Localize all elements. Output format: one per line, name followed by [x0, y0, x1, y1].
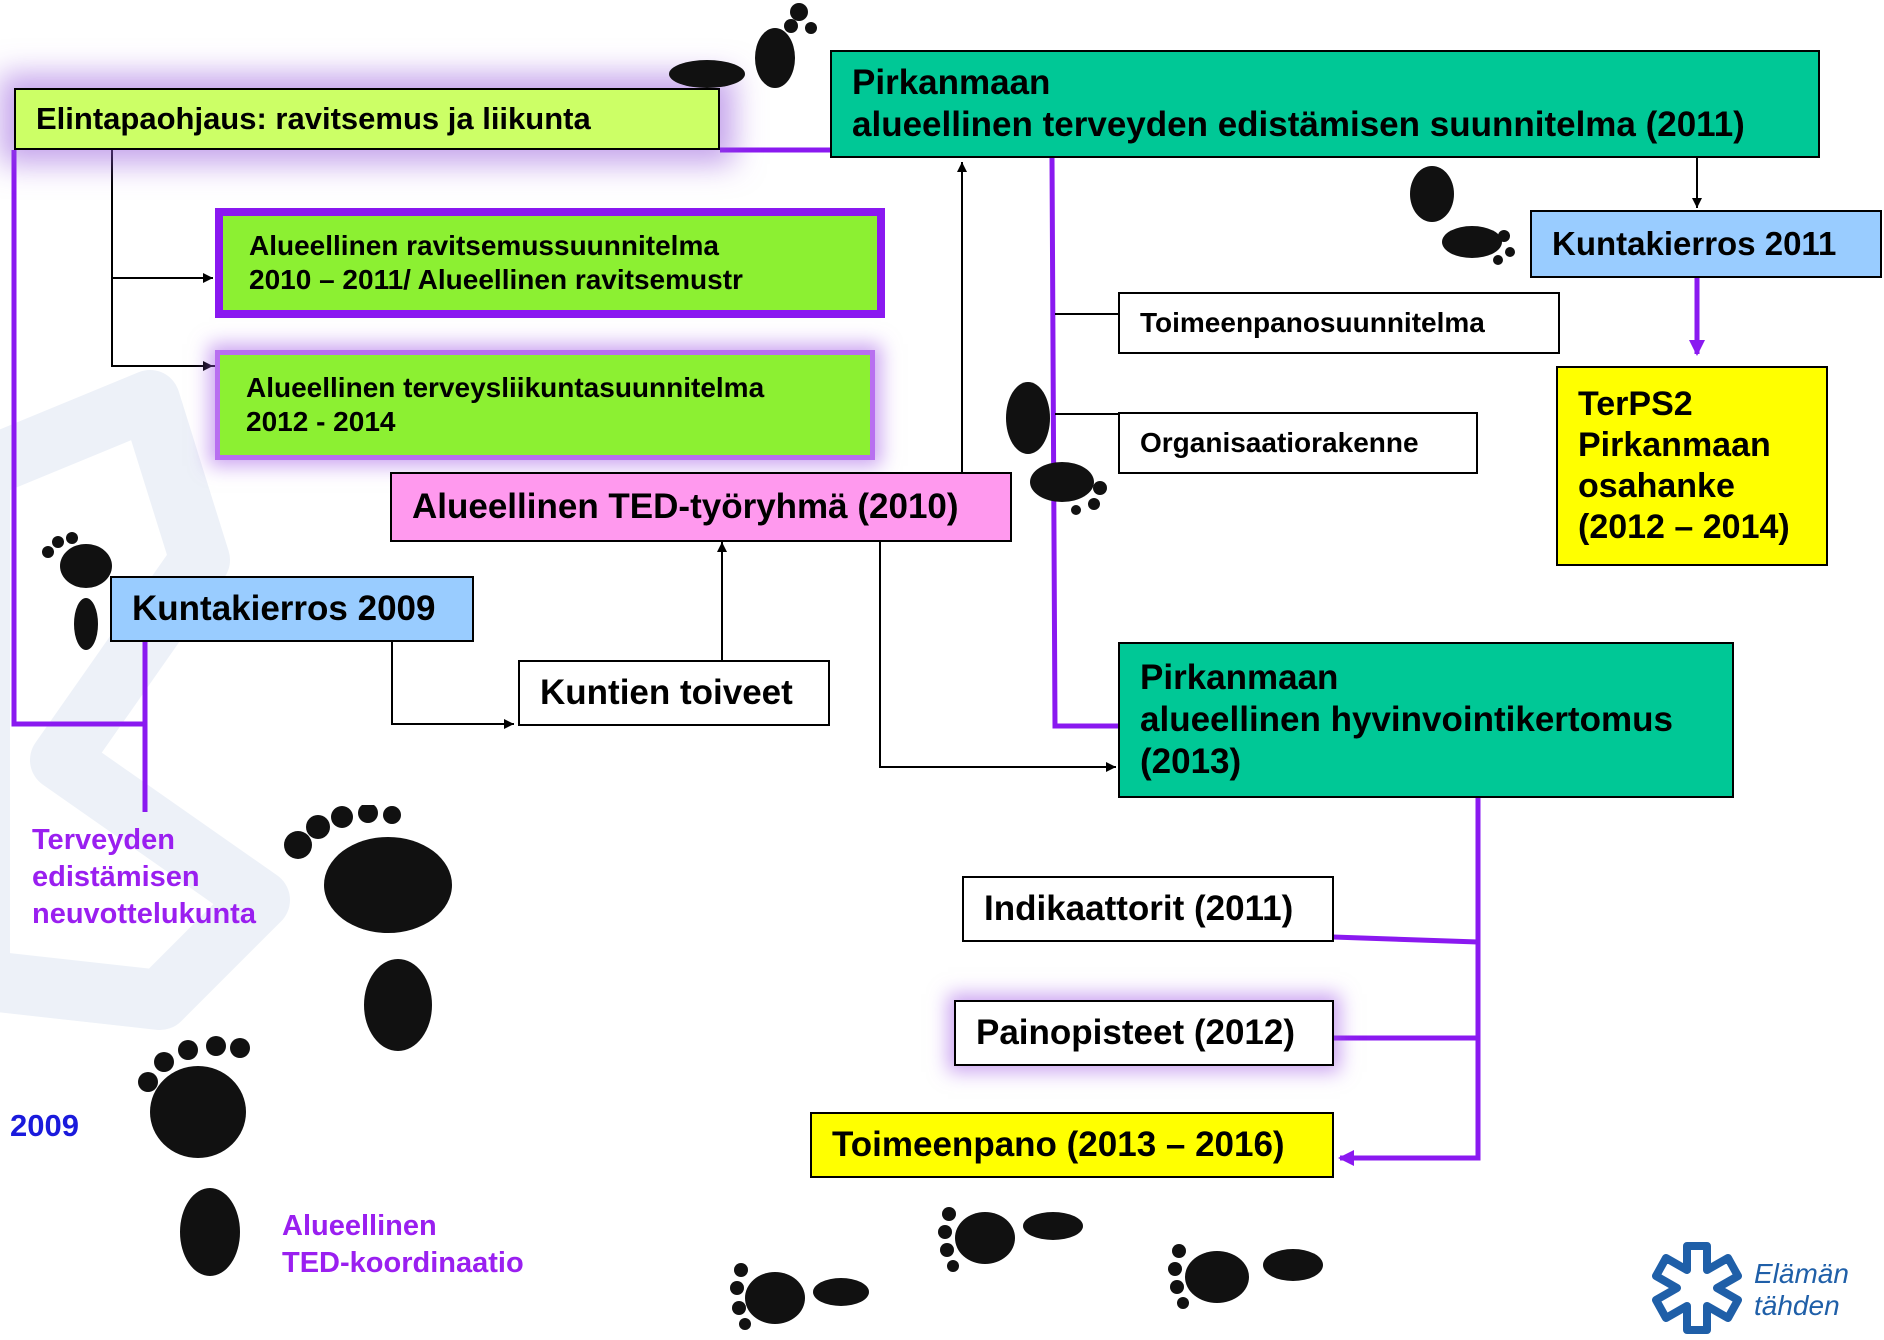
ted-tyoryhma-text: Alueellinen TED-työryhmä (2010) — [412, 487, 959, 526]
terveysliikuntasuunnitelma-box: Alueellinen terveysliikuntasuunnitelma 2… — [215, 350, 875, 460]
footprint-icon — [1410, 166, 1515, 265]
star-of-life-logo-icon — [1652, 1242, 1742, 1334]
hyvinvointikertomus-text: Pirkanmaan alueellinen hyvinvointikertom… — [1140, 658, 1673, 781]
elintapaohjaus-box: Elintapaohjaus: ravitsemus ja liikunta — [14, 88, 720, 150]
indikaattorit-box: Indikaattorit (2011) — [962, 876, 1334, 942]
terps2-text: TerPS2 Pirkanmaan osahanke (2012 – 2014) — [1578, 385, 1790, 546]
footprint-icon — [1006, 382, 1107, 515]
toimeenpano-box: Toimeenpano (2013 – 2016) — [810, 1112, 1334, 1178]
pirkanmaan-suunnitelma-box: Pirkanmaan alueellinen terveyden edistäm… — [830, 50, 1820, 158]
toimeenpanosuunnitelma-text: Toimeenpanosuunnitelma — [1140, 307, 1485, 339]
toimeenpanosuunnitelma-box: Toimeenpanosuunnitelma — [1118, 292, 1560, 354]
kuntakierros-2009-box: Kuntakierros 2009 — [110, 576, 474, 642]
organisaatiorakenne-box: Organisaatiorakenne — [1118, 412, 1478, 474]
organisaatiorakenne-text: Organisaatiorakenne — [1140, 427, 1419, 459]
painopisteet-text: Painopisteet (2012) — [976, 1013, 1295, 1052]
logo-text-line1: Elämän — [1754, 1258, 1849, 1289]
pirkanmaan-suunnitelma-text: Pirkanmaan alueellinen terveyden edistäm… — [852, 63, 1745, 144]
kuntakierros-2011-text: Kuntakierros 2011 — [1552, 225, 1837, 263]
kuntien-toiveet-text: Kuntien toiveet — [540, 673, 793, 712]
footprint-icon — [284, 805, 452, 1051]
painopisteet-box: Painopisteet (2012) — [954, 1000, 1334, 1066]
footprint-icon — [730, 1263, 869, 1330]
logo-text-line2: tähden — [1754, 1290, 1840, 1321]
indikaattorit-text: Indikaattorit (2011) — [984, 889, 1294, 928]
neuvottelukunta-label: Terveyden edistämisen neuvottelukunta — [32, 824, 256, 931]
footprint-icon — [138, 1036, 250, 1276]
kuntien-toiveet-box: Kuntien toiveet — [518, 660, 830, 726]
footprint-icon — [938, 1207, 1083, 1272]
elaman-tahden-logo: Elämän tähden — [1652, 1238, 1874, 1338]
year-2009-label: 2009 — [10, 1108, 79, 1143]
toimeenpano-text: Toimeenpano (2013 – 2016) — [832, 1125, 1285, 1164]
footprint-icon — [42, 532, 112, 650]
ravitsemussuunnitelma-text: Alueellinen ravitsemussuunnitelma 2010 –… — [249, 230, 743, 295]
elintapaohjaus-text: Elintapaohjaus: ravitsemus ja liikunta — [36, 101, 591, 137]
ted-koordinaatio-label: Alueellinen TED-koordinaatio — [282, 1210, 524, 1280]
kuntakierros-2011-box: Kuntakierros 2011 — [1530, 210, 1882, 278]
footprint-icon — [1168, 1244, 1323, 1309]
terps2-box: TerPS2 Pirkanmaan osahanke (2012 – 2014) — [1556, 366, 1828, 566]
ravitsemussuunnitelma-box: Alueellinen ravitsemussuunnitelma 2010 –… — [215, 208, 885, 318]
kuntakierros-2009-text: Kuntakierros 2009 — [132, 589, 436, 628]
hyvinvointikertomus-box: Pirkanmaan alueellinen hyvinvointikertom… — [1118, 642, 1734, 798]
ted-tyoryhma-box: Alueellinen TED-työryhmä (2010) — [390, 472, 1012, 542]
footprint-icon — [669, 3, 817, 88]
terveysliikuntasuunnitelma-text: Alueellinen terveysliikuntasuunnitelma 2… — [246, 372, 765, 437]
